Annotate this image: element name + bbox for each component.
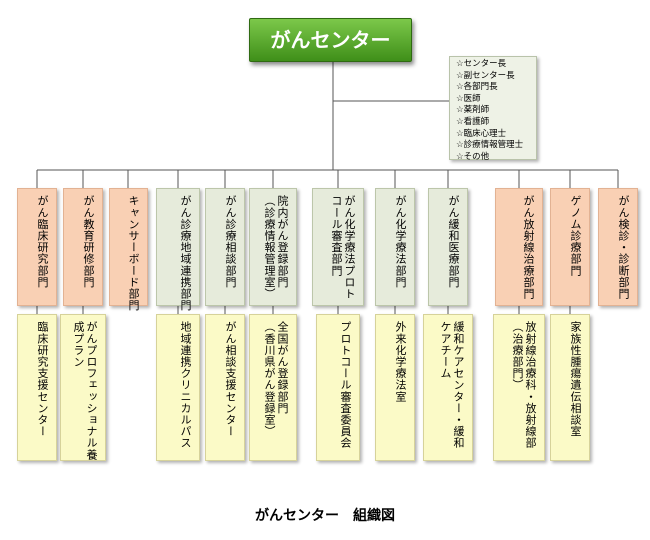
unit-national-cancer-registry: 全国がん登録部門 （香川県がん登録室） <box>249 314 297 461</box>
dept-label: がん放射線治療部門 <box>522 195 535 300</box>
unit-radiation-oncology: 放射線治療科・放射線部 （治療部門） <box>493 314 545 461</box>
unit-outpatient-chemotherapy: 外来化学療法室 <box>375 314 415 461</box>
dept-regional-liaison: がん診療地域連携部門 <box>156 188 200 311</box>
unit-label: がんプロフェッショナル養 成プラン <box>72 321 98 461</box>
dept-label: 院内がん登録部門 （診療情報管理室） <box>263 195 289 300</box>
dept-radiation-therapy: がん放射線治療部門 <box>495 188 543 306</box>
dept-label: がん教育研修部門 <box>82 195 95 288</box>
unit-regional-clinical-path: 地域連携クリニカルパス <box>156 314 200 461</box>
roster-item: ☆医師 <box>456 93 481 104</box>
dept-consultation: がん診療相談部門 <box>205 188 245 306</box>
dept-cancer-board: キャンサーボード部門 <box>109 188 148 311</box>
dept-education-training: がん教育研修部門 <box>63 188 103 306</box>
unit-cancer-professional-plan: がんプロフェッショナル養 成プラン <box>60 314 106 461</box>
dept-label: キャンサーボード部門 <box>127 195 140 311</box>
dept-label: がん緩和医療部門 <box>447 195 460 288</box>
roster-item: ☆臨床心理士 <box>456 128 507 139</box>
roster-item: ☆各部門長 <box>456 82 498 93</box>
unit-label: 臨床研究支援センター <box>36 321 49 437</box>
dept-protocol-review: がん化学療法プロト コール審査部門 <box>312 188 364 306</box>
roster-item: ☆薬剤師 <box>456 105 490 116</box>
dept-label: がん化学療法プロト コール審査部門 <box>330 195 356 300</box>
dept-label: がん臨床研究部門 <box>36 195 49 288</box>
dept-label: がん診療地域連携部門 <box>179 195 192 311</box>
unit-label: 全国がん登録部門 （香川県がん登録室） <box>263 321 289 437</box>
roster-item: ☆看護師 <box>456 116 490 127</box>
dept-label: がん検診・診断部門 <box>617 195 630 300</box>
unit-label: 家族性腫瘍遺伝相談室 <box>569 321 582 437</box>
unit-familial-tumor-counseling: 家族性腫瘍遺伝相談室 <box>550 314 590 461</box>
unit-label: 外来化学療法室 <box>394 321 407 403</box>
staff-roster: ☆センター長 ☆副センター長 ☆各部門長 ☆医師 ☆薬剤師 ☆看護師 ☆臨床心理… <box>449 56 537 162</box>
roster-item: ☆センター長 <box>456 59 507 69</box>
unit-label: 放射線治療科・放射線部 （治療部門） <box>511 321 537 449</box>
unit-label: 地域連携クリニカルパス <box>179 321 192 449</box>
dept-label: がん診療相談部門 <box>224 195 237 288</box>
dept-chemotherapy: がん化学療法部門 <box>375 188 415 306</box>
unit-label: プロトコール審査委員会 <box>339 321 352 449</box>
diagram-caption: がんセンター 組織図 <box>255 508 395 524</box>
dept-clinical-research: がん臨床研究部門 <box>17 188 57 306</box>
dept-genome-medicine: ゲノム診療部門 <box>550 188 590 306</box>
roster-item: ☆副センター長 <box>456 70 515 81</box>
dept-palliative-care: がん緩和医療部門 <box>428 188 468 306</box>
unit-clinical-research-support-center: 臨床研究支援センター <box>17 314 57 461</box>
unit-consultation-support-center: がん相談支援センター <box>205 314 245 461</box>
unit-palliative-care-center: 緩和ケアセンター・緩和 ケアチーム <box>423 314 473 461</box>
unit-label: 緩和ケアセンター・緩和 ケアチーム <box>439 321 465 449</box>
dept-screening-diagnosis: がん検診・診断部門 <box>598 188 638 306</box>
roster-item: ☆診療情報管理士 <box>456 140 524 151</box>
root-node-gan-center: がんセンター <box>249 18 412 62</box>
dept-cancer-registry: 院内がん登録部門 （診療情報管理室） <box>249 188 297 306</box>
unit-label: がん相談支援センター <box>224 321 237 437</box>
roster-item: ☆その他 <box>456 151 490 162</box>
dept-label: がん化学療法部門 <box>394 195 407 288</box>
dept-label: ゲノム診療部門 <box>569 195 582 277</box>
unit-protocol-review-committee: プロトコール審査委員会 <box>316 314 360 461</box>
